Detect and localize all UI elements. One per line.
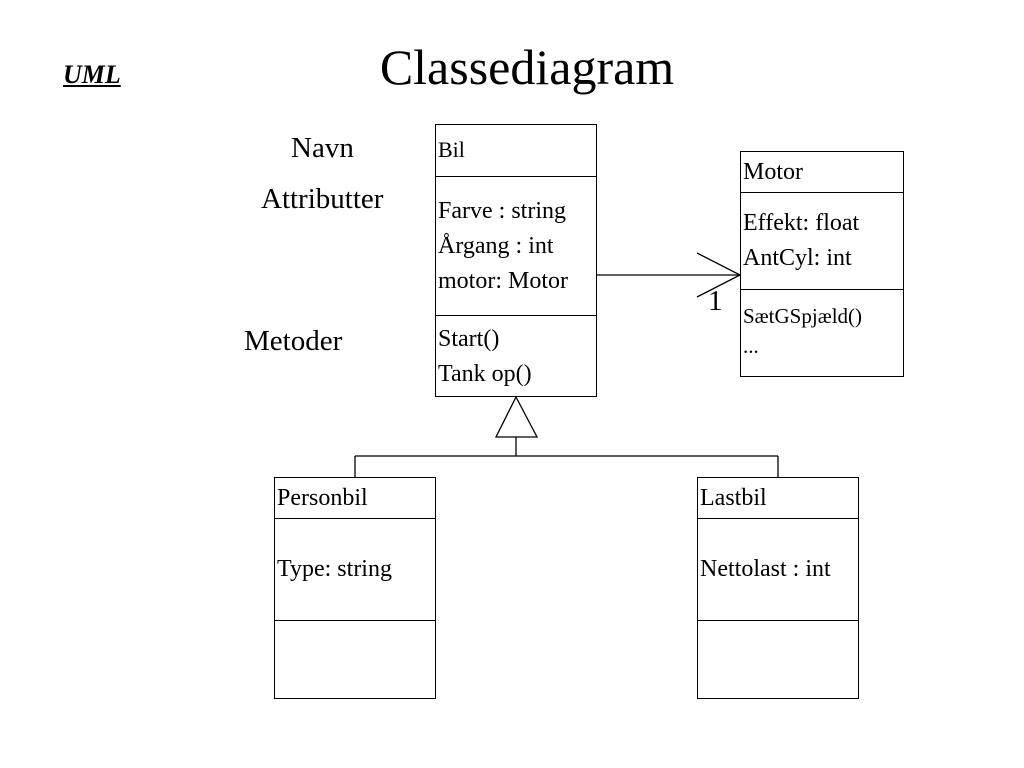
legend-name-label: Navn: [291, 132, 354, 164]
association-multiplicity: 1: [708, 285, 723, 317]
class-bil-method: Start(): [438, 326, 500, 352]
class-bil-attribute: Farve : string: [438, 198, 566, 224]
class-lastbil-name-section: Lastbil: [698, 478, 858, 518]
slide-tag: UML: [63, 60, 121, 89]
inheritance-triangle: [494, 395, 539, 438]
class-personbil-attribute: Type: string: [277, 556, 392, 582]
class-motor-method: SætGSpjæld(): [743, 304, 863, 328]
legend-methods-label: Metoder: [244, 325, 343, 357]
slide-title: Classediagram: [379, 39, 675, 95]
legend-attributes-label: Attributter: [261, 183, 384, 215]
class-motor-name-section: Motor: [741, 152, 903, 192]
class-motor-attribute: AntCyl: int: [743, 245, 852, 271]
class-lastbil-attributes: Nettolast : int: [698, 518, 858, 620]
class-motor-attribute: Effekt: float: [743, 210, 860, 236]
class-personbil-name: Personbil: [277, 485, 368, 511]
class-bil-name: Bil: [438, 137, 465, 162]
class-personbil: Personbil Type: string: [274, 477, 436, 699]
class-motor: Motor Effekt: float AntCyl: int SætGSpjæ…: [740, 151, 904, 377]
class-bil-attributes: Farve : string Årgang : int motor: Motor: [436, 176, 596, 315]
class-bil-name-section: Bil: [436, 125, 596, 176]
class-bil-attribute: Årgang : int: [438, 233, 554, 259]
class-personbil-attributes: Type: string: [275, 518, 435, 620]
class-motor-attributes: Effekt: float AntCyl: int: [741, 192, 903, 289]
class-motor-name: Motor: [743, 159, 803, 185]
class-lastbil: Lastbil Nettolast : int: [697, 477, 859, 699]
class-lastbil-attribute: Nettolast : int: [700, 556, 831, 582]
class-lastbil-methods: [698, 620, 858, 698]
class-motor-methods: SætGSpjæld() ...: [741, 289, 903, 376]
class-personbil-methods: [275, 620, 435, 698]
class-bil: Bil Farve : string Årgang : int motor: M…: [435, 124, 597, 397]
class-lastbil-name: Lastbil: [700, 485, 767, 511]
class-motor-method: ...: [743, 334, 759, 358]
class-bil-attribute: motor: Motor: [438, 268, 568, 294]
class-bil-method: Tank op(): [438, 361, 532, 387]
class-bil-methods: Start() Tank op(): [436, 315, 596, 396]
class-personbil-name-section: Personbil: [275, 478, 435, 518]
